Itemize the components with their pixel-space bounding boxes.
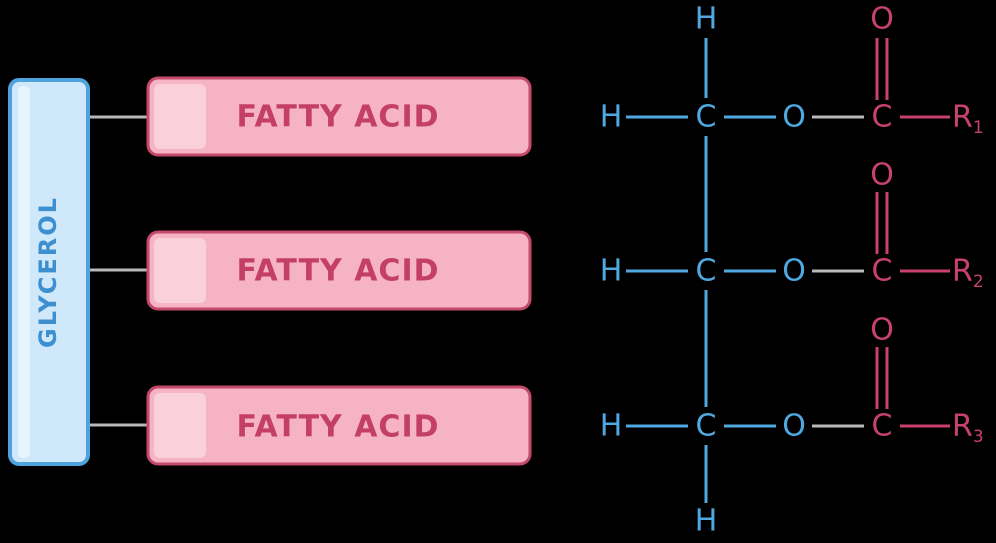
- acid-bonds: [875, 38, 950, 428]
- fatty-acid-shine: [154, 84, 206, 149]
- r-groups: R1 R2 R3: [952, 100, 984, 448]
- fatty-acid-label-1: FATTY ACID: [236, 100, 439, 135]
- fatty-acid-shine: [154, 238, 206, 303]
- fatty-acid-shine: [154, 393, 206, 458]
- atom-carbonyl-c-1: C: [872, 100, 893, 135]
- fatty-acid-label-2: FATTY ACID: [236, 254, 439, 289]
- r-subscript: 2: [973, 272, 984, 292]
- r-subscript: 3: [973, 427, 984, 447]
- atom-bottom-h: H: [695, 504, 718, 539]
- r-group-1: R1: [952, 100, 984, 139]
- atom-h-1: H: [600, 100, 623, 135]
- atom-c-1: C: [696, 100, 717, 135]
- r-group-3: R3: [952, 409, 984, 448]
- atom-c-2: C: [696, 254, 717, 289]
- r-symbol: R: [952, 409, 973, 444]
- atom-carbonyl-o-1: O: [870, 2, 894, 37]
- glycerol-atoms: H H H C O H C O H C O: [600, 2, 806, 539]
- acid-atoms: O C O C O C: [870, 2, 894, 444]
- atom-carbonyl-o-3: O: [870, 313, 894, 348]
- atom-o-2: O: [782, 254, 806, 289]
- r-symbol: R: [952, 100, 973, 135]
- fatty-acid-block-3: FATTY ACID: [146, 385, 532, 466]
- atom-o-1: O: [782, 100, 806, 135]
- fatty-acid-body: [146, 230, 532, 311]
- fatty-acid-block-1: FATTY ACID: [146, 76, 532, 157]
- glycerol-label: GLYCEROL: [34, 196, 62, 348]
- fatty-acid-body: [146, 385, 532, 466]
- glycerol-block: GLYCEROL: [8, 78, 90, 466]
- atom-o-3: O: [782, 409, 806, 444]
- atom-carbonyl-c-2: C: [872, 254, 893, 289]
- fatty-acid-label-3: FATTY ACID: [236, 410, 439, 445]
- atom-h-3: H: [600, 409, 623, 444]
- ester-bonds: [812, 115, 864, 428]
- glycerol-highlight: [18, 86, 30, 458]
- structural-formula: H H H C O H C O H C O O C O C O C R1 R2 …: [600, 2, 984, 539]
- fatty-acid-block-2: FATTY ACID: [146, 230, 532, 311]
- atom-h-2: H: [600, 254, 623, 289]
- atom-top-h: H: [695, 2, 718, 37]
- glycerol-connectors: [88, 115, 148, 427]
- fatty-acid-body: [146, 76, 532, 157]
- atom-carbonyl-c-3: C: [872, 409, 893, 444]
- backbone-bonds: [626, 38, 776, 503]
- r-group-2: R2: [952, 254, 984, 293]
- r-symbol: R: [952, 254, 973, 289]
- atom-c-3: C: [696, 409, 717, 444]
- atom-carbonyl-o-2: O: [870, 158, 894, 193]
- r-subscript: 1: [973, 118, 984, 138]
